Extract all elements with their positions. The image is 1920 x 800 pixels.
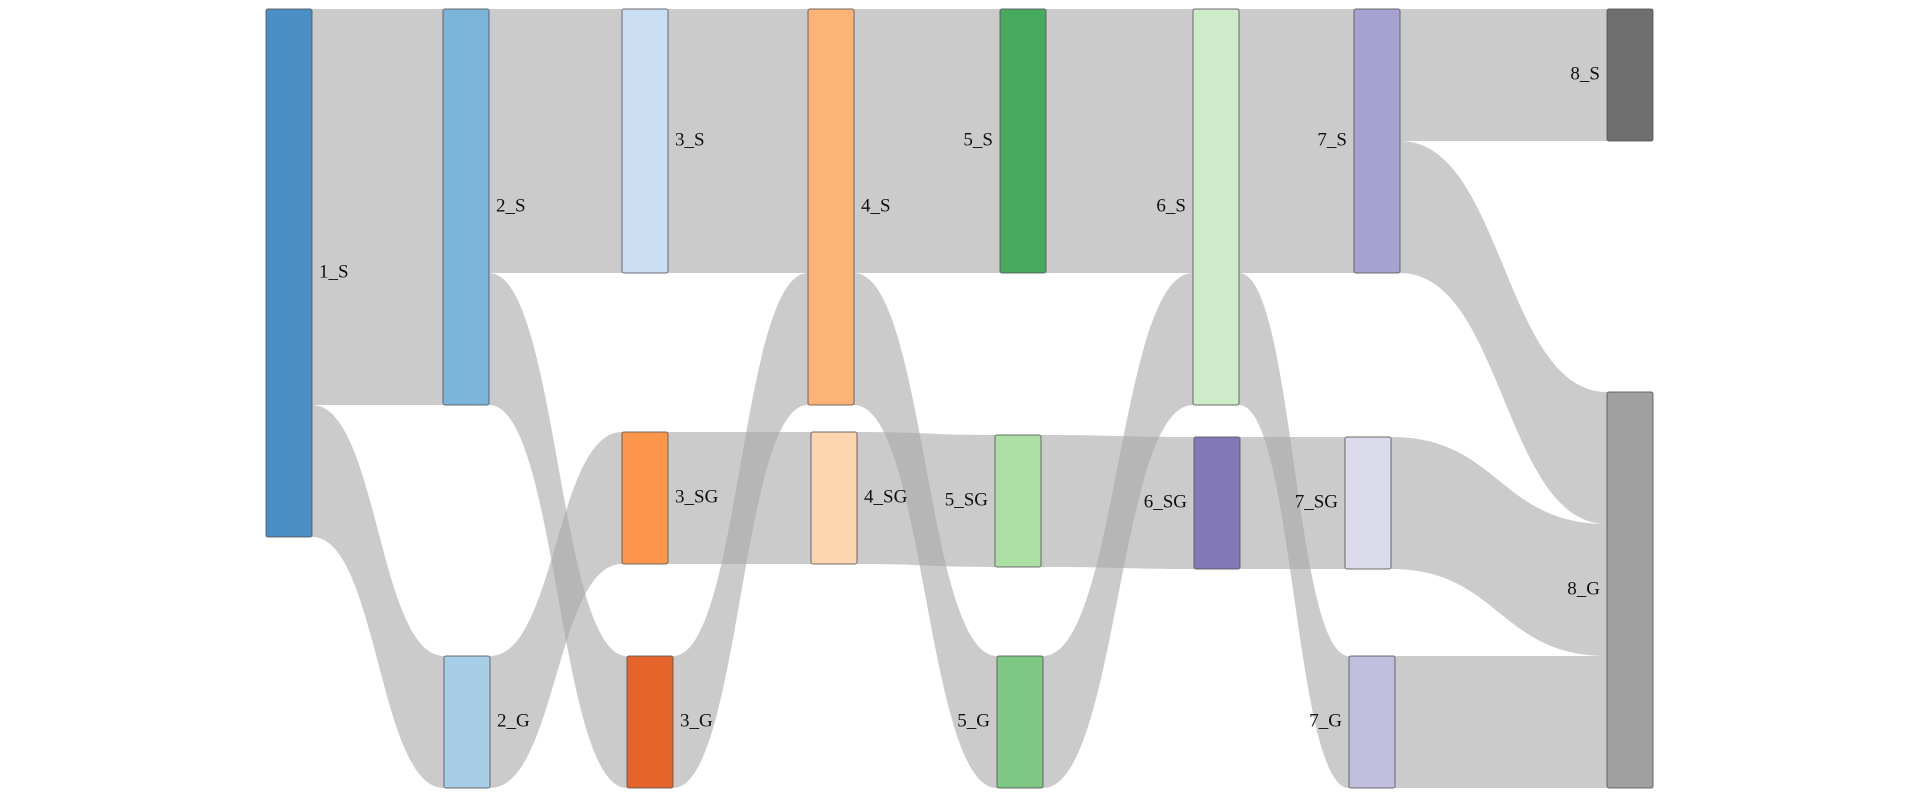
link-7_S-to-8_G bbox=[1400, 141, 1607, 524]
node-6_SG[interactable] bbox=[1193, 436, 1241, 570]
link-7_SG-to-8_G bbox=[1391, 437, 1607, 656]
link-1_S-to-2_G bbox=[312, 405, 444, 788]
node-7_SG[interactable] bbox=[1344, 436, 1392, 570]
link-2_S-to-3_G bbox=[489, 273, 627, 788]
link-5_S-to-6_S bbox=[1046, 9, 1193, 273]
node-3_G[interactable] bbox=[626, 655, 674, 789]
node-label-4_S: 4_S bbox=[861, 195, 891, 216]
node-3_SG[interactable] bbox=[621, 431, 669, 565]
node-label-2_G: 2_G bbox=[497, 710, 530, 731]
node-label-3_S: 3_S bbox=[675, 129, 705, 150]
node-label-8_S: 8_S bbox=[1570, 63, 1600, 84]
node-5_SG[interactable] bbox=[994, 434, 1042, 568]
node-label-6_S: 6_S bbox=[1156, 195, 1186, 216]
link-7_S-to-8_S bbox=[1400, 9, 1607, 141]
link-2_G-to-3_SG bbox=[490, 432, 622, 788]
node-label-3_G: 3_G bbox=[680, 710, 713, 731]
link-7_G-to-8_G bbox=[1395, 656, 1607, 788]
node-label-5_S: 5_S bbox=[963, 129, 993, 150]
node-2_S[interactable] bbox=[442, 8, 490, 406]
node-2_G[interactable] bbox=[443, 655, 491, 789]
sankey-labels: 1_S 2_S 2_G 3_S 3_SG 3_G 4_S 4_SG 5_S 5_SG 5_G 6_S 6… bbox=[319, 63, 1600, 731]
node-label-7_G: 7_G bbox=[1309, 710, 1342, 731]
link-5_G-to-6_S bbox=[1043, 273, 1193, 788]
link-4_S-to-5_S bbox=[854, 9, 1000, 273]
node-label-1_S: 1_S bbox=[319, 261, 349, 282]
node-5_S[interactable] bbox=[999, 8, 1047, 274]
link-2_S-to-3_S bbox=[489, 9, 622, 273]
node-label-7_SG: 7_SG bbox=[1295, 491, 1339, 512]
node-label-5_SG: 5_SG bbox=[945, 489, 989, 510]
node-8_S[interactable] bbox=[1606, 8, 1654, 142]
node-4_SG[interactable] bbox=[810, 431, 858, 565]
node-label-3_SG: 3_SG bbox=[675, 486, 719, 507]
link-6_SG-to-7_SG bbox=[1240, 437, 1345, 569]
node-4_S[interactable] bbox=[807, 8, 855, 406]
link-6_S-to-7_S bbox=[1239, 9, 1354, 273]
sankey-links bbox=[312, 9, 1607, 788]
node-1_S[interactable] bbox=[265, 8, 313, 538]
node-label-6_SG: 6_SG bbox=[1144, 491, 1188, 512]
node-label-5_G: 5_G bbox=[957, 710, 990, 731]
node-7_G[interactable] bbox=[1348, 655, 1396, 789]
link-4_SG-to-5_SG bbox=[857, 432, 995, 567]
link-3_S-to-4_S bbox=[668, 9, 808, 273]
node-3_S[interactable] bbox=[621, 8, 669, 274]
node-5_G[interactable] bbox=[996, 655, 1044, 789]
node-label-4_SG: 4_SG bbox=[864, 486, 908, 507]
node-7_S[interactable] bbox=[1353, 8, 1401, 274]
link-3_G-to-4_S bbox=[673, 273, 808, 788]
link-1_S-to-2_S bbox=[312, 9, 443, 405]
node-label-8_G: 8_G bbox=[1567, 578, 1600, 599]
node-6_S[interactable] bbox=[1192, 8, 1240, 406]
node-8_G[interactable] bbox=[1606, 391, 1654, 789]
sankey-nodes bbox=[265, 8, 1654, 789]
node-label-2_S: 2_S bbox=[496, 195, 526, 216]
node-label-7_S: 7_S bbox=[1317, 129, 1347, 150]
